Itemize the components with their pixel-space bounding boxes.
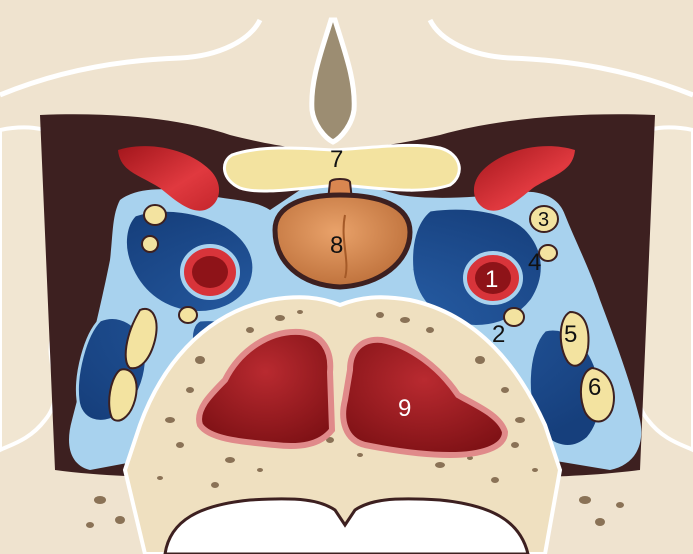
label-7: 7 bbox=[330, 146, 343, 173]
nerve-left-2 bbox=[142, 236, 158, 252]
label-4: 4 bbox=[528, 249, 541, 276]
label-3: 3 bbox=[538, 209, 549, 231]
label-1: 1 bbox=[485, 266, 498, 293]
abducens-nerve-2 bbox=[504, 308, 524, 326]
internal-carotid-artery-left-lumen bbox=[192, 256, 228, 288]
label-9: 9 bbox=[398, 395, 411, 422]
label-5: 5 bbox=[564, 321, 577, 348]
label-6: 6 bbox=[588, 374, 601, 401]
trochlear-nerve-4 bbox=[539, 245, 557, 261]
nerve-left-top bbox=[144, 205, 166, 225]
nerve-left-3 bbox=[179, 307, 197, 323]
label-8: 8 bbox=[330, 232, 343, 259]
label-2: 2 bbox=[492, 321, 505, 348]
